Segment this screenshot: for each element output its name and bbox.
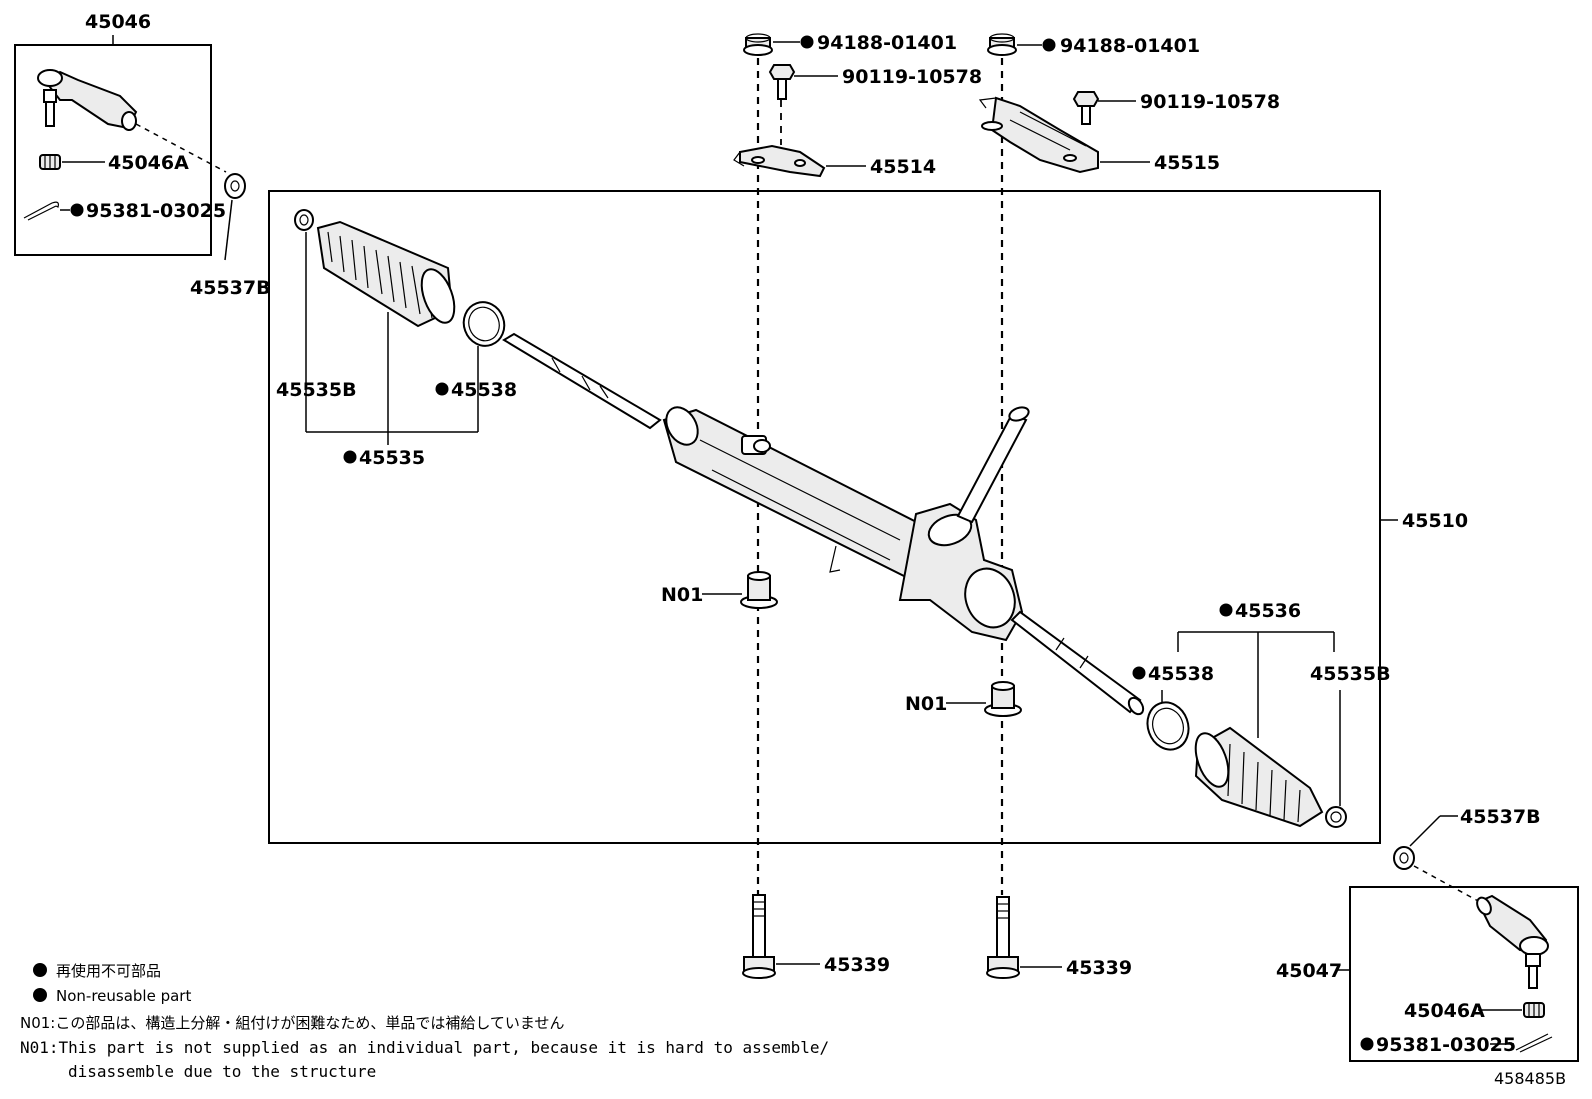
left-tie-rod-end-icon: [37, 69, 138, 131]
nonreusable-dot-icon: [800, 35, 814, 49]
left-boot-clamp-icon: [462, 301, 506, 347]
right-cotter-pin-icon: [1515, 1033, 1553, 1053]
left-cotter-pin-icon: [23, 201, 59, 221]
label-95381-right: 95381-03025: [1376, 1034, 1516, 1056]
label-n01-right: N01: [905, 693, 947, 715]
label-45515: 45515: [1154, 152, 1220, 174]
nonreusable-dot-icon: [343, 450, 357, 464]
label-45535b-right: 45535B: [1310, 663, 1391, 685]
right-bellows-boot-icon: [1194, 726, 1324, 828]
label-45047: 45047: [1276, 960, 1342, 982]
right-dust-seal-icon: [1393, 846, 1415, 870]
label-45514: 45514: [870, 156, 936, 178]
right-flange-nut-icon: [987, 33, 1017, 56]
label-n01-left: N01: [661, 584, 703, 606]
nonreusable-dot-icon: [1219, 603, 1233, 617]
label-45046a-left: 45046A: [108, 152, 189, 174]
legend-n01-en-line2: disassemble due to the structure: [68, 1062, 376, 1081]
legend-dot-icon: [33, 963, 47, 977]
right-long-bolt-icon: [986, 896, 1020, 979]
legend-en-nonreusable: Non-reusable part: [56, 987, 191, 1005]
label-45046: 45046: [85, 11, 151, 33]
steering-rack-icon: [502, 332, 1145, 716]
label-94188-left: 94188-01401: [817, 32, 957, 54]
left-mount-bushing-icon: [740, 571, 778, 609]
left-long-bolt-icon: [742, 894, 776, 979]
label-90119-left: 90119-10578: [842, 66, 982, 88]
left-bolt-icon: [768, 64, 796, 100]
right-tie-rod-end-box: [1349, 886, 1579, 1062]
right-bolt-icon: [1072, 91, 1100, 125]
label-45536: 45536: [1235, 600, 1301, 622]
legend-n01-en-line1: N01:This part is not supplied as an indi…: [20, 1038, 829, 1057]
left-dust-seal-icon: [224, 173, 246, 199]
left-castle-nut-icon: [39, 154, 61, 170]
right-castle-nut-icon: [1523, 1002, 1545, 1018]
label-90119-right: 90119-10578: [1140, 91, 1280, 113]
label-45535: 45535: [359, 447, 425, 469]
label-45535b-left: 45535B: [276, 379, 357, 401]
legend-jp-nonreusable: 再使用不可部品: [56, 962, 161, 980]
label-45537b-left: 45537B: [190, 277, 271, 299]
label-45510: 45510: [1402, 510, 1468, 532]
label-45537b-right: 45537B: [1460, 806, 1541, 828]
legend-dot-icon: [33, 988, 47, 1002]
rack-assembly-box: [268, 190, 1381, 844]
label-45339-right: 45339: [1066, 957, 1132, 979]
right-clip-icon: [1325, 806, 1347, 828]
right-mount-bushing-icon: [984, 681, 1022, 717]
right-tie-rod-end-icon: [1476, 894, 1549, 989]
label-45046a-right: 45046A: [1404, 1000, 1485, 1022]
nonreusable-dot-icon: [1132, 666, 1146, 680]
bracket-45514-icon: [733, 100, 826, 178]
label-45538-left: 45538: [451, 379, 517, 401]
left-bellows-boot-icon: [316, 220, 456, 328]
label-94188-right: 94188-01401: [1060, 35, 1200, 57]
legend-n01-jp: N01:この部品は、構造上分解・組付けが困難なため、単品では補給していません: [20, 1014, 564, 1032]
diagram-id: 458485B: [1494, 1069, 1566, 1088]
left-clip-icon: [294, 209, 314, 231]
bracket-45515-icon: [978, 96, 1099, 174]
nonreusable-dot-icon: [1360, 1037, 1374, 1051]
right-boot-clamp-icon: [1146, 701, 1190, 751]
nonreusable-dot-icon: [435, 382, 449, 396]
label-95381-left: 95381-03025: [86, 200, 226, 222]
nonreusable-dot-icon: [1042, 38, 1056, 52]
left-flange-nut-icon: [743, 33, 773, 56]
label-45339-left: 45339: [824, 954, 890, 976]
label-45538-right: 45538: [1148, 663, 1214, 685]
nonreusable-dot-icon: [70, 203, 84, 217]
